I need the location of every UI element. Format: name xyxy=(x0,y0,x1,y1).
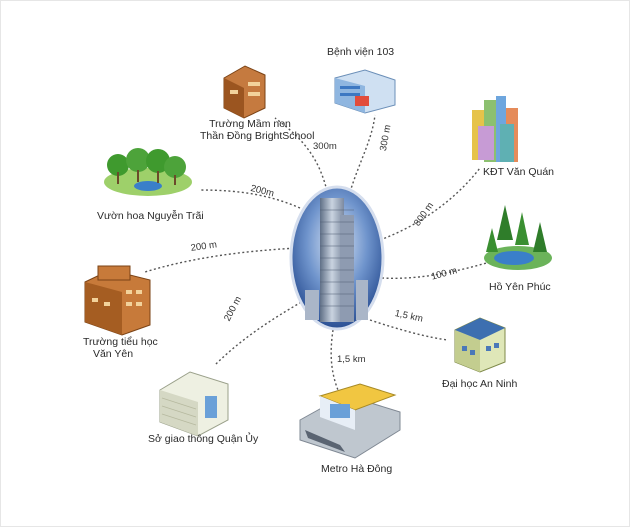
line-tieu-hoc xyxy=(144,247,299,273)
label-lake: Hồ Yên Phúc xyxy=(489,281,551,293)
distance-metro: 1,5 km xyxy=(337,354,366,365)
line-kdt xyxy=(379,167,481,241)
central-project-image xyxy=(289,185,385,331)
label-metro: Metro Hà Đông xyxy=(321,463,393,475)
primary-school-building-icon xyxy=(84,265,151,336)
kindergarten-building-icon xyxy=(223,65,266,119)
line-metro xyxy=(330,329,339,391)
urban-area-buildings-icon xyxy=(472,96,518,162)
label-kindergarten: Trường Mầm non Thần Đồng BrightSchool xyxy=(200,118,315,142)
garden-trees-icon xyxy=(104,148,192,196)
hospital-building-icon xyxy=(334,69,396,114)
line-ho xyxy=(381,261,491,280)
label-urban-area: KĐT Văn Quán xyxy=(483,166,555,178)
label-garden: Vườn hoa Nguyễn Trãi xyxy=(97,210,204,222)
label-university: Đại học An Ninh xyxy=(442,378,518,390)
lake-trees-icon xyxy=(484,205,552,270)
transport-department-building-icon xyxy=(159,371,229,437)
label-kindergarten-line2: Thần Đồng BrightSchool xyxy=(200,130,315,142)
metro-station-icon xyxy=(299,383,401,459)
label-primary-school-line2: Văn Yên xyxy=(92,348,134,360)
line-benh-vien xyxy=(349,114,376,193)
distance-kindergarten: 300m xyxy=(313,141,337,152)
line-mam-non xyxy=(274,117,329,196)
label-kindergarten-line1: Trường Mầm non xyxy=(209,118,291,130)
line-vuon-hoa xyxy=(199,189,301,209)
label-primary-school: Trường tiểu học Văn Yên xyxy=(83,336,158,360)
label-transport-department: Sở giao thông Quận Ủy xyxy=(148,433,259,445)
line-so-giao-thong xyxy=(214,299,306,366)
line-dai-hoc xyxy=(369,319,449,341)
university-building-icon xyxy=(454,317,506,373)
label-hospital: Bệnh viện 103 xyxy=(327,46,395,58)
connector-lines xyxy=(144,114,491,391)
label-primary-school-line1: Trường tiểu học xyxy=(83,336,158,348)
